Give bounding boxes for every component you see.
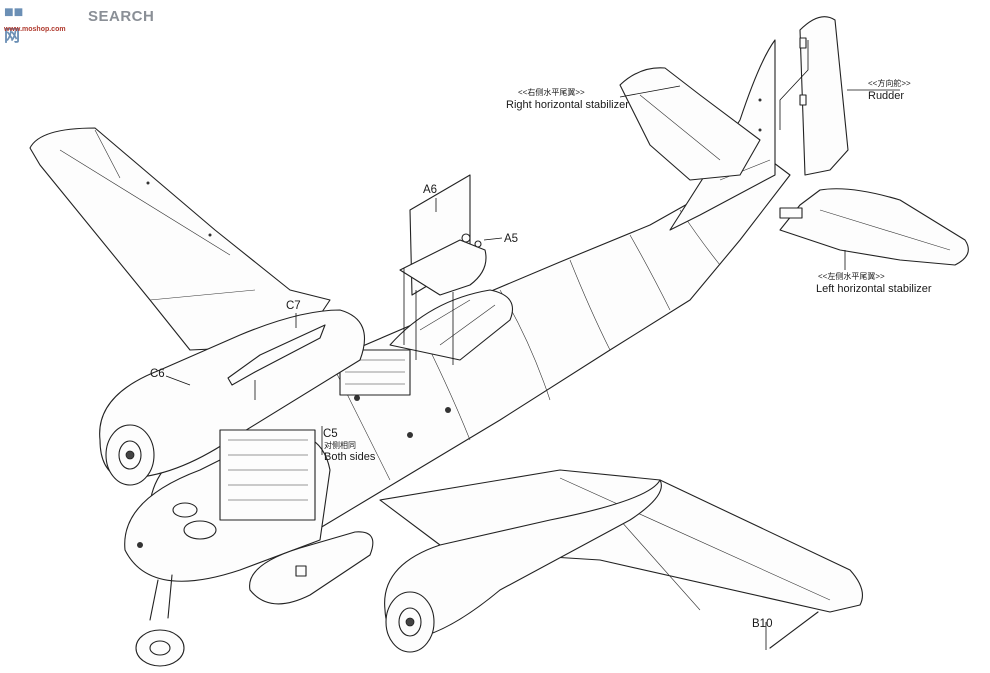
watermark-url: www.moshop.com xyxy=(4,26,66,33)
assembly-leaders xyxy=(165,40,900,650)
right-horizontal-stabilizer xyxy=(619,67,761,181)
label-a6: A6 xyxy=(423,184,438,196)
label-left-stabilizer-en: Left horizontal stabilizer xyxy=(816,283,932,295)
drop-tank xyxy=(249,531,374,605)
part-c7-panel xyxy=(227,324,326,386)
left-engine-nacelle xyxy=(99,309,365,486)
canopy xyxy=(389,289,514,361)
label-c6: C6 xyxy=(150,368,165,380)
label-c5-note-en: Both sides xyxy=(324,451,376,463)
right-engine-nacelle xyxy=(384,479,662,653)
label-right-stabilizer-zh: <<右侧水平尾翼>> xyxy=(518,88,585,97)
part-b10-antenna xyxy=(769,611,819,649)
watermark-logo: ■■ 网 xyxy=(4,4,24,45)
label-left-stabilizer-zh: <<左侧水平尾翼>> xyxy=(818,272,885,281)
label-a5: A5 xyxy=(504,233,519,245)
left-wing xyxy=(29,127,331,351)
part-a6-a5-bracket xyxy=(399,174,487,296)
label-c5-note-zh: 对侧相同 xyxy=(324,441,356,450)
label-rudder-zh: <<方向舵>> xyxy=(868,79,911,88)
nose-section xyxy=(124,429,331,582)
label-b10: B10 xyxy=(752,618,773,630)
label-c7: C7 xyxy=(286,300,301,312)
right-wing xyxy=(379,469,863,613)
label-rudder-en: Rudder xyxy=(868,90,905,102)
nose-landing-gear xyxy=(135,574,185,667)
left-horizontal-stabilizer xyxy=(779,188,969,266)
label-c5: C5 xyxy=(323,428,338,440)
label-right-stabilizer-en: Right horizontal stabilizer xyxy=(506,99,629,111)
watermark-brand: SEARCH xyxy=(88,8,155,25)
rudder xyxy=(799,16,849,176)
